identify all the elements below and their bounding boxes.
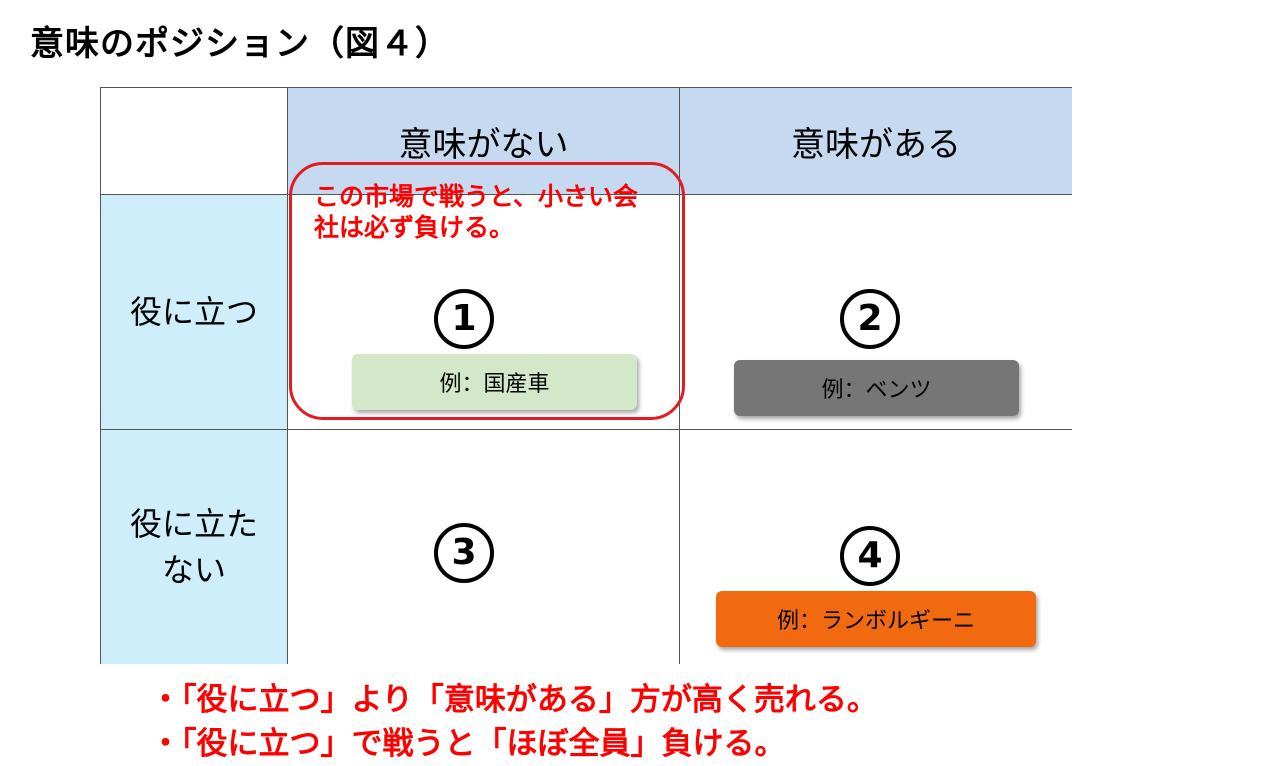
position-matrix: 意味がない 意味がある 役に立つ 役に立た ない [100,87,1072,664]
quadrant-number-1: 1 [434,289,494,349]
quadrant-number-4: 4 [840,526,900,586]
bullet-item: ・「役に立つ」より「意味がある」方が高く売れる。 [150,682,878,718]
example-label-benz: 例：ベンツ [734,360,1019,416]
row-header-not-useful: 役に立た ない [101,430,288,664]
example-label-domestic-car: 例：国産車 [352,354,637,410]
column-header-no-meaning: 意味がない [288,88,680,195]
page-title: 意味のポジション（図４） [30,24,450,64]
highlight-rounded-frame [289,162,685,420]
conclusion-bullets: ・「役に立つ」より「意味がある」方が高く売れる。 ・「役に立つ」で戦うと「ほぼ全… [150,678,878,766]
example-label-lamborghini: 例：ランボルギーニ [716,591,1036,647]
row-header-useful: 役に立つ [101,195,288,430]
column-header-has-meaning: 意味がある [680,88,1072,195]
matrix-corner-cell [101,88,288,195]
row-header-useful-label: 役に立つ [129,292,258,331]
quadrant-number-2: 2 [840,289,900,349]
row-header-not-useful-label: 役に立た ない [129,504,258,589]
quadrant-number-3: 3 [434,523,494,583]
callout-text: この市場で戦うと、小さい会社は必ず負ける。 [314,182,639,243]
bullet-item: ・「役に立つ」で戦うと「ほぼ全員」負ける。 [150,726,786,762]
